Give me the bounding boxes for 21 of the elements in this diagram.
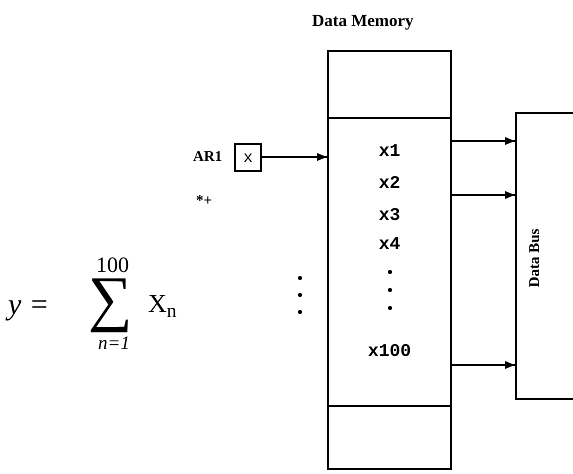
increment-note: *+: [196, 192, 212, 211]
memory-title: Data Memory: [312, 10, 414, 32]
formula-part: y =: [8, 282, 50, 327]
arrow: [452, 137, 515, 145]
formula-part: n=1: [98, 332, 130, 356]
memory-block: [327, 50, 452, 470]
arrow: [452, 361, 515, 369]
memory-entry: x4: [378, 234, 402, 257]
arrow: [262, 153, 327, 161]
register-value: x: [242, 148, 254, 168]
memory-section: [327, 117, 452, 407]
memory-entry: x1: [378, 141, 402, 164]
formula-part: X$_{n}$: [148, 288, 177, 323]
memory-entry: x2: [378, 173, 402, 196]
memory-entry: x3: [378, 205, 402, 228]
arrow: [452, 191, 515, 199]
data-bus-box: [515, 112, 573, 400]
bus-label: Data Bus: [526, 228, 544, 290]
register-name: AR1: [193, 148, 222, 167]
memory-entry: x100: [366, 341, 412, 364]
register-box: [234, 143, 262, 172]
